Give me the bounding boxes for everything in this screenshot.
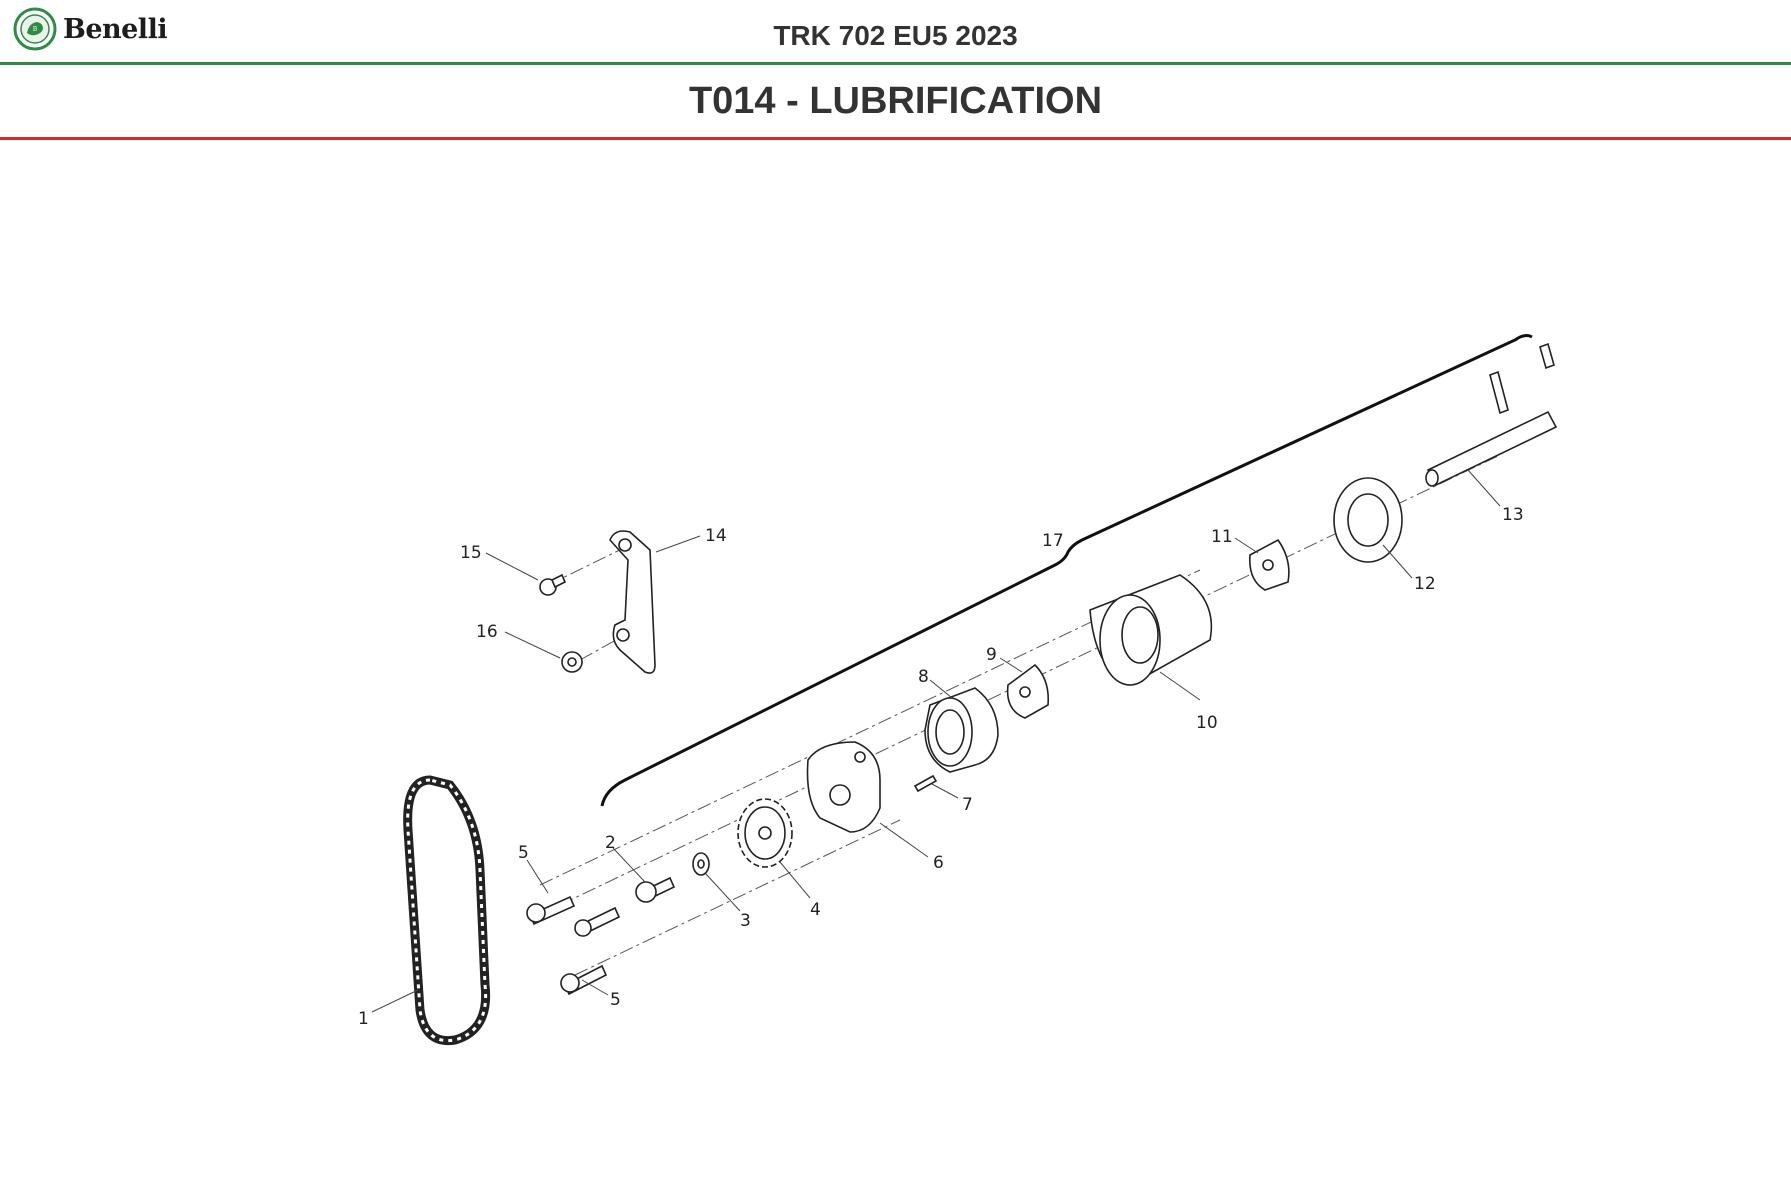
part-15-bolt [539,573,567,596]
callout-11: 11 [1211,527,1233,547]
model-title: TRK 702 EU5 2023 [773,20,1018,51]
leader-9 [999,657,1023,673]
part-5-bolt-lower [560,964,608,996]
callout-12: 12 [1414,574,1436,594]
leader-12 [1382,544,1413,579]
callout-7: 7 [962,795,973,815]
callout-2: 2 [605,833,616,853]
callout-13: 13 [1502,505,1524,525]
callout-5b: 5 [610,990,621,1010]
bracket-axis-lower [579,634,626,661]
callout-3: 3 [740,911,751,931]
part-12-outer-rotor [1333,477,1403,563]
assembly-axis-upper [539,569,1201,886]
callout-16: 16 [476,622,498,642]
leader-8 [929,679,953,699]
part-2-flange-bolt [635,876,676,903]
leader-1 [371,989,419,1013]
leader-5b [581,979,609,996]
assembly-axis-lower [574,819,901,976]
leader-3 [705,873,741,912]
green-divider [0,62,1791,65]
brand-name: Benelli [63,13,168,45]
part-9-inner-rotor [1006,663,1050,719]
brand-logo: B Benelli [13,6,168,52]
red-divider [0,137,1791,140]
callout-5a: 5 [518,843,529,863]
callout-8: 8 [918,667,929,687]
leader-16 [504,631,561,659]
part-6-pump-cover [806,741,881,833]
leader-11 [1234,537,1259,554]
leader-15 [485,552,539,581]
part-1-drive-chain [403,775,491,1046]
part-16-bolt [561,651,583,673]
callout-10: 10 [1196,713,1218,733]
part-8-outer-rotor [924,687,999,773]
leader-5a [526,859,549,894]
part-7-dowel-pin [913,774,938,793]
callout-17: 17 [1042,531,1064,551]
part-5-bolt-upper [526,895,576,926]
callout-14: 14 [705,526,727,546]
leader-2 [612,847,646,883]
leader-6 [879,822,929,858]
leader-7 [931,783,959,799]
part-13-pump-shaft [1425,342,1558,487]
part-4-sprocket [737,798,793,868]
callout-9: 9 [986,645,997,665]
bracket-axis-upper [547,544,631,586]
svg-text:B: B [33,26,38,33]
part-11-inner-rotor [1248,538,1290,591]
part-3-washer [692,852,710,876]
part-10-pump-body [1089,574,1213,686]
assembly-bracket-17 [600,334,1533,807]
callout-6: 6 [933,853,944,873]
leader-10 [1159,671,1201,701]
callout-15: 15 [460,543,482,563]
leader-14 [655,535,701,553]
section-title: T014 - LUBRIFICATION [688,80,1103,122]
leader-4 [779,861,811,899]
part-14-chain-guide-bracket [609,530,656,674]
benelli-lion-emblem-icon: B [13,7,57,51]
page-header: B Benelli TRK 702 EU5 2023 [0,0,1791,64]
callout-4: 4 [810,900,821,920]
leader-13 [1467,469,1501,507]
callout-1: 1 [358,1009,369,1029]
bolt-middle [574,906,621,937]
